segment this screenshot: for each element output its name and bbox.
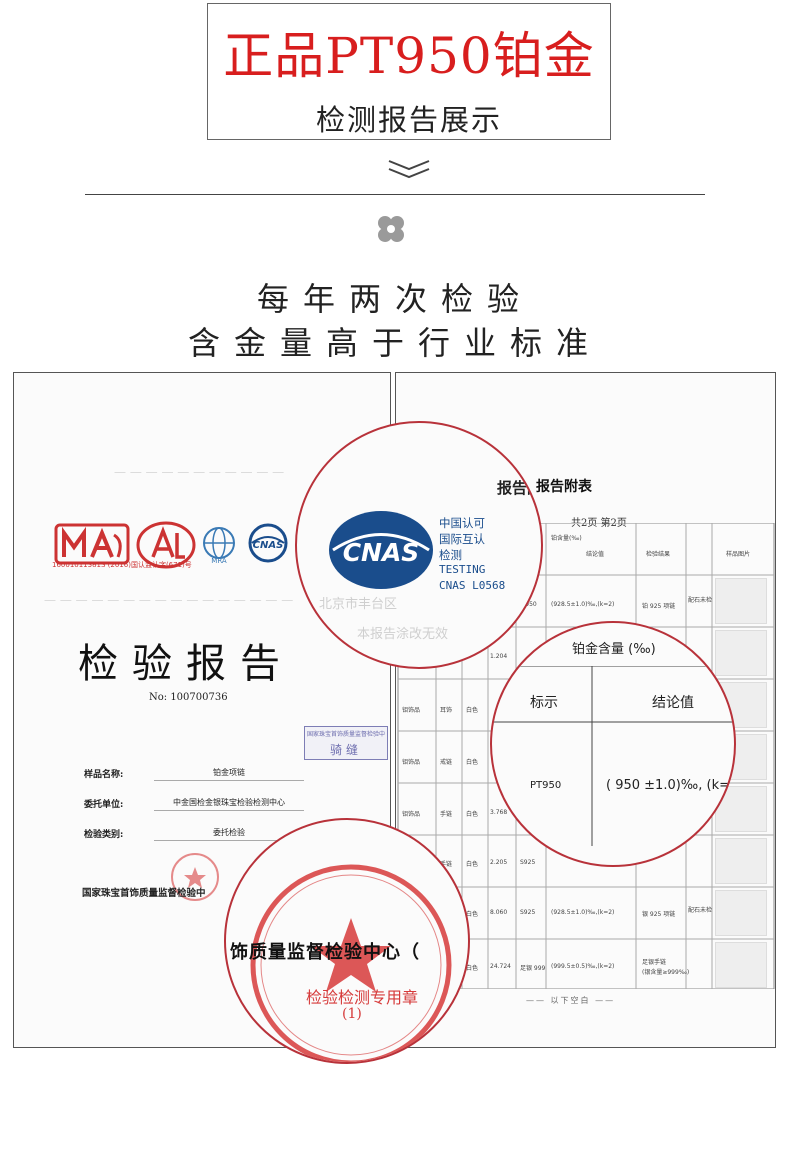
title-box: 正品PT950铂金 检测报告展示 [207,3,611,140]
client-value: 中金国检金银珠宝检验检测中心 [154,797,304,811]
sample-thumbnail [715,630,767,676]
cnas-line: 检测 [439,548,462,562]
label-header: 标示 [530,695,558,711]
client-label: 委托单位: [84,800,124,810]
table-cell: 白色 [466,965,479,972]
certificate-number: 16001011381S (2016)国认监认字(671)号 [52,561,192,569]
table-cell: 白色 [466,707,479,714]
cal-seal-icon [136,521,196,569]
table-cell: (银含量≥999‰) [642,969,690,976]
clover-icon [378,216,404,242]
stamp-organization-text: 饰质量监督检验中心（ [230,942,420,963]
svg-text:MRA: MRA [211,557,227,565]
table-cell: (928.5±1.0)‰,(k=2) [551,601,615,608]
column-header: 结论值 [586,551,605,558]
table-cell: 钼饰品 [402,707,421,714]
slogan-line-1: 每年两次检验 [256,280,533,318]
inspection-type-value: 委托检验 [154,827,304,841]
end-of-table-note: —— 以下空白 —— [526,996,616,1005]
cnas-logo-icon: CNAS [329,511,433,589]
table-cell: (999.5±0.5)‰,(k=2) [551,963,615,970]
platinum-content-title: 铂金含量 (‰) [572,642,656,657]
table-cell: 铂 925 项链 [642,603,676,610]
table-cell: 白色 [466,759,479,766]
sample-thumbnail [715,578,767,624]
cnas-small-logo-icon: CNAS [248,523,288,563]
table-cell: 2.205 [490,859,508,866]
table-cell: 银 925 项链 [642,911,676,918]
inspection-type-label: 检验类别: [84,830,124,840]
appendix-title: 报告附表 [536,479,592,495]
table-cell: S925 [520,909,536,916]
column-header: 铂含量(‰) [551,535,582,542]
table-cell: 1.204 [490,653,508,660]
stamp-number: (1) [342,1006,362,1022]
sample-thumbnail [715,890,767,936]
table-cell: S925 [520,859,536,866]
svg-text:CNAS: CNAS [253,540,284,551]
table-cell: 配石未检 [688,597,713,604]
table-cell: 钼饰品 [402,811,421,818]
sample-thumbnail [715,942,767,988]
cnas-magnifier: 报告附表 北京市丰台区 本报告涂改无效 CNAS 中国认可 国际互认 检测 TE… [295,421,543,669]
platinum-table-grid [492,666,734,846]
organization-name: 国家珠宝首饰质量监督检验中 [82,888,206,899]
table-cell: 手链 [440,811,453,818]
conclusion-header: 结论值 [652,695,694,711]
table-cell: 钼饰品 [402,759,421,766]
table-cell: 白色 [466,811,479,818]
svg-text:CNAS: CNAS [343,538,420,567]
double-chevron-down-icon [388,160,430,179]
table-cell: 足银手链 [642,959,667,966]
platinum-content-magnifier: 铂金含量 (‰) 标示 结论值 PT950 ( 950 ±1.0)‰, (k= [490,621,736,867]
slogan-line-2: 含金量高于行业标准 [187,324,602,362]
page-title: 正品PT950铂金 [223,27,595,85]
platinum-purity-value: ( 950 ±1.0)‰, (k= [606,778,730,793]
table-cell: 白色 [466,861,479,868]
report-number: No: 100700736 [149,692,228,703]
column-header: 检验结果 [646,551,671,558]
table-cell: 24.724 [490,963,511,970]
platinum-grade: PT950 [530,780,562,791]
sample-name-label: 样品名称: [84,770,124,780]
sample-name-value: 铂金项链 [154,767,304,781]
official-seal-icon [250,864,452,1062]
table-cell: 足银 999 [520,965,546,972]
cnas-line: TESTING [439,563,486,576]
table-cell: 8.060 [490,909,508,916]
table-cell: 配石未检 [688,907,713,914]
table-cell: 耳饰 [440,707,453,714]
cnas-line: 国际互认 [439,532,485,546]
table-cell: 戒链 [440,759,453,766]
red-seal-icon [171,853,219,901]
table-cell: (928.5±1.0)‰,(k=2) [551,909,615,916]
cnas-line: 中国认可 [439,516,485,530]
table-cell: 白色 [466,911,479,918]
table-cell: 手链 [440,861,453,868]
page-subtitle: 检测报告展示 [315,103,502,137]
official-stamp-magnifier: 饰质量监督检验中心（ 检验检测专用章 (1) [224,818,470,1064]
cnas-accreditation-code: CNAS L0568 [439,579,506,592]
sample-thumbnail [715,838,767,884]
cma-seal-icon [54,523,130,565]
divider-line [85,194,705,195]
report-title: 检验报告 [78,641,294,687]
ilac-mra-icon: MRA [203,527,235,565]
column-header: 样品图片 [726,551,751,558]
stamp-usage-text: 检验检测专用章 [306,988,419,1007]
seam-stamp: 国家珠宝首饰质量监督检验中心 骑缝 [304,726,388,760]
table-cell: 3.768 [490,809,508,816]
